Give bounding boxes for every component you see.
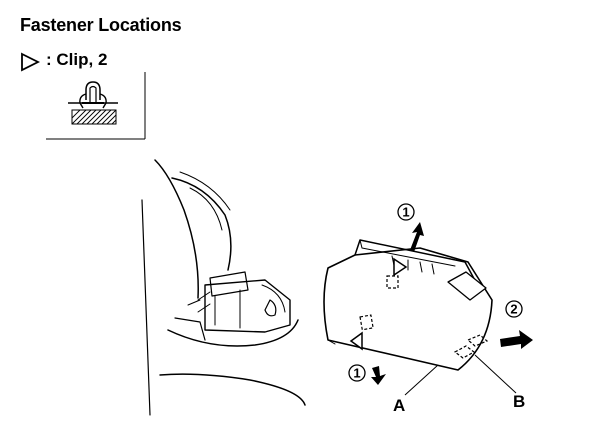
leader-line-a — [404, 364, 439, 396]
arrow-step-1-up — [410, 222, 424, 252]
arrow-step-1-down — [371, 366, 386, 385]
label-b: B — [513, 392, 525, 411]
callout-step-1-bottom: 1 — [348, 364, 366, 382]
open-triangle-icon — [21, 52, 40, 72]
page-title: Fastener Locations — [20, 15, 182, 35]
hook-marker-b — [453, 334, 489, 359]
trim-cover — [323, 239, 493, 371]
arrow-step-2-right — [500, 330, 533, 349]
svg-text:2: 2 — [510, 302, 517, 317]
label-a: A — [393, 396, 405, 415]
clip-legend-text: : Clip, 2 — [46, 50, 108, 69]
leader-line-b — [474, 354, 517, 394]
pillar-structure — [141, 159, 306, 416]
callout-step-1-top: 1 — [397, 203, 415, 221]
clip-cross-section-inset — [46, 72, 146, 140]
callout-step-2: 2 — [505, 300, 523, 318]
clip-marker-lower — [349, 314, 374, 351]
clip-marker-upper — [386, 257, 408, 289]
svg-text:1: 1 — [353, 366, 360, 381]
svg-text:1: 1 — [402, 205, 409, 220]
